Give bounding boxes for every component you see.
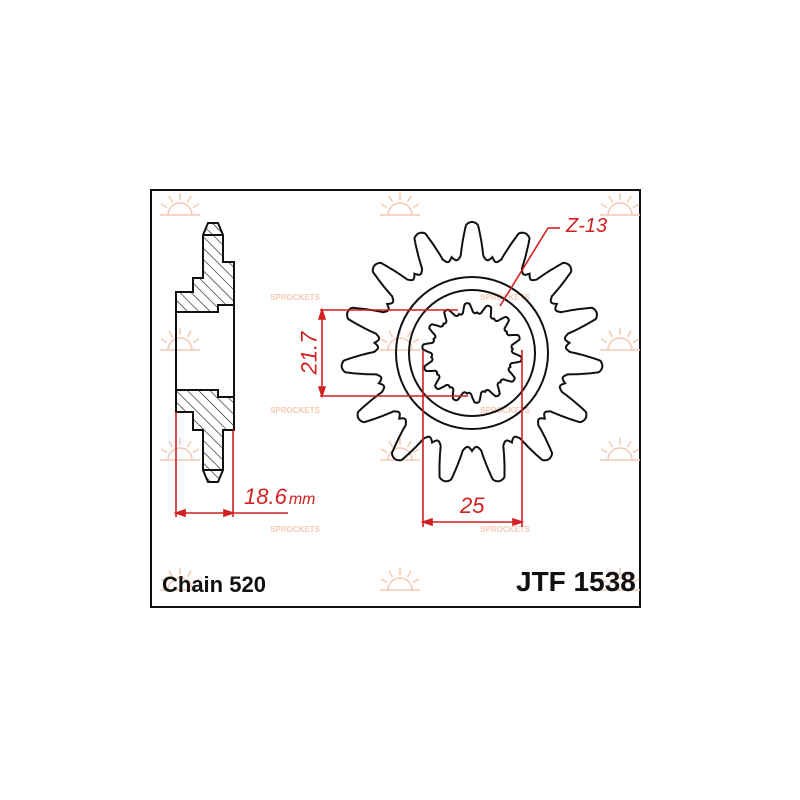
hub-inner-circle xyxy=(408,289,536,417)
offset-unit: mm xyxy=(288,491,316,508)
watermark-text: SPROCKETS xyxy=(480,406,530,415)
bore-dimension-label: 21.7 xyxy=(296,331,322,375)
watermark-layer: SPROCKETS SPROCKETS SPROCKETS SPROCKETS SPRO… xyxy=(160,193,640,591)
sprocket-outline xyxy=(340,221,604,483)
watermark-text: SPROCKETS xyxy=(270,406,320,415)
watermark-text: SPROCKETS xyxy=(270,525,320,534)
watermark-text: SPROCKETS xyxy=(480,525,530,534)
watermark-sun-icon xyxy=(380,193,420,216)
teeth-count-label: Z-13 xyxy=(566,215,608,237)
dimension-lines xyxy=(173,227,560,527)
profile-bottom-section xyxy=(175,389,235,483)
watermark-sun-icon xyxy=(600,193,640,216)
watermark-sun-icon xyxy=(600,438,640,461)
spline-dimension-label: 25 xyxy=(460,493,485,518)
watermark-sun-icon xyxy=(160,438,200,461)
profile-top-section xyxy=(175,222,235,313)
watermark-sun-icon xyxy=(160,193,200,216)
watermark-sun-icon xyxy=(600,328,640,351)
part-number: JTF 1538 xyxy=(516,566,636,597)
spline-bore xyxy=(421,302,523,404)
watermark-sun-icon xyxy=(160,568,200,591)
watermark-sun-icon xyxy=(160,328,200,351)
offset-value: 18.6 xyxy=(244,484,287,509)
watermark-text: SPROCKETS xyxy=(270,293,320,302)
side-profile xyxy=(175,222,235,483)
hub-outer-circle xyxy=(395,276,549,430)
watermark-sun-icon xyxy=(380,328,420,351)
watermark-sun-icon xyxy=(600,568,640,591)
frame-border xyxy=(150,189,641,608)
chain-label: Chain 520 xyxy=(162,572,266,597)
watermark-sun-icon xyxy=(380,568,420,591)
